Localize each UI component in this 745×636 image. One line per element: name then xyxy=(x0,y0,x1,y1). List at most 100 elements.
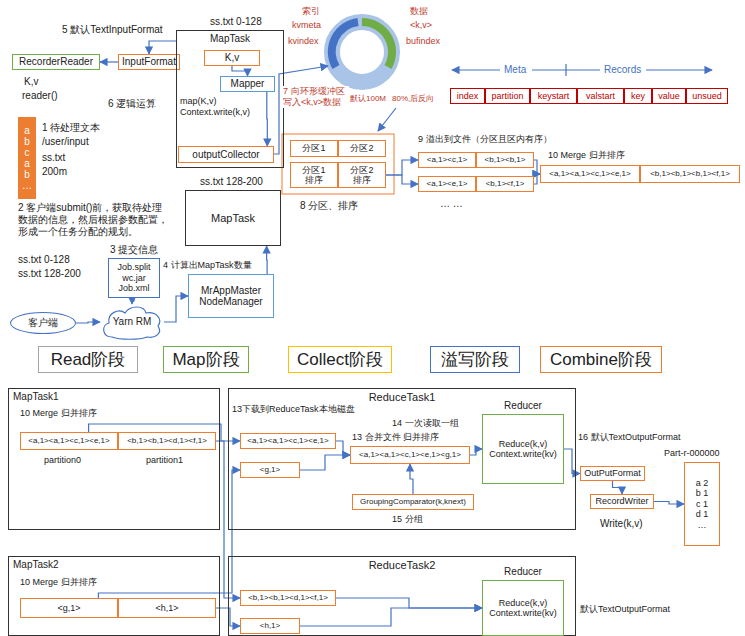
note-label: … … xyxy=(440,198,463,210)
note-label: <k,v> xyxy=(410,20,432,31)
process-box: 分区1 xyxy=(290,140,338,157)
process-box: 分区1 排序 xyxy=(290,162,338,188)
phase-box: 溢写阶段 xyxy=(430,346,520,373)
process-box: <h,1> xyxy=(240,618,300,634)
node-text: <a,1><a,1><c,1><e,1> xyxy=(549,169,630,178)
process-box: key xyxy=(624,88,652,104)
process-box: <a,1><c,1> xyxy=(418,152,476,168)
process-box: partition xyxy=(485,88,530,104)
node-text: RecorderReader xyxy=(19,56,93,68)
node-text: <a,1><a,1><c,1><e,1><g,1> xyxy=(359,450,461,459)
note-label: map(K,v) Context.write(k,v) xyxy=(180,96,262,118)
note-label: 3 提交信息 xyxy=(110,244,158,256)
process-box: keystart xyxy=(530,88,577,104)
flow-arrow xyxy=(386,160,418,175)
ring-arc xyxy=(332,22,358,67)
node-text: RecordWriter xyxy=(596,496,649,506)
note-label: reader() xyxy=(22,90,58,102)
node-text: <a,1><c,1> xyxy=(427,155,467,164)
note-label: bufindex xyxy=(406,36,440,47)
flow-arrow xyxy=(470,449,482,455)
flow-arrow xyxy=(336,598,482,608)
node-text: OutPutFormat xyxy=(584,468,641,478)
node-heading: Reducer xyxy=(483,400,563,412)
output-file: a 2b 1c 1d 1… xyxy=(684,462,720,546)
process-box: index xyxy=(450,88,485,104)
node-text: Map阶段 xyxy=(172,350,239,370)
flow-arrow xyxy=(654,502,684,505)
node-text: Read阶段 xyxy=(51,350,126,370)
process-box: <a,1><a,1><c,1><e,1> xyxy=(20,432,118,450)
process-box: <b,1><b,1> xyxy=(476,152,534,168)
note-label: ss.txt 128-200 xyxy=(18,268,81,280)
node-text: valstart xyxy=(586,91,615,101)
node-text: <a,1><e,1> xyxy=(427,179,468,188)
process-box: outputCollector xyxy=(178,146,274,163)
node-text: Combine阶段 xyxy=(550,350,652,370)
node-text: NodeManager xyxy=(199,296,262,308)
node-text: unsued xyxy=(692,91,722,101)
node-text: 客户端 xyxy=(28,317,58,329)
flow-arrow xyxy=(132,298,134,304)
node-text: ReduceTask1 xyxy=(369,391,436,404)
node-text: key xyxy=(631,91,645,101)
node-text: <b,1><b,1><d,1><f,1> xyxy=(127,436,207,445)
note-label: 5 默认TextInputFormat xyxy=(62,24,163,36)
process-box: RecorderReader xyxy=(12,54,100,70)
process-box: 分区2 排序 xyxy=(338,162,386,188)
node-text: 分区1 xyxy=(302,143,325,153)
node-text: <b,1><b,1> xyxy=(485,155,526,164)
node-heading: Reducer xyxy=(483,566,563,578)
process-box: RecordWriter xyxy=(590,494,654,509)
process-box: Mapper xyxy=(220,76,275,92)
process-box: 分区2 xyxy=(338,140,386,157)
process-box: unsued xyxy=(686,88,728,104)
note-label: ss.txt 128-200 xyxy=(200,176,263,188)
node-text: <b,1><b,1><b,1><f,1> xyxy=(650,169,730,178)
node-text: Job.split xyxy=(117,262,150,272)
note-label: /user/input xyxy=(42,136,89,148)
node-text: Reduce(k,v) Context.write(kv) xyxy=(486,439,560,460)
note-label: 13 合并文件 归并排序 xyxy=(352,432,439,443)
task-box: MapTask2<g,1><h,1> xyxy=(8,556,220,636)
note-label: 14 一次读取一组 xyxy=(392,418,459,429)
flow-arrow xyxy=(386,175,418,184)
note-label: kvindex xyxy=(288,36,319,47)
note-label: 9 溢出到文件（分区且区内有序） xyxy=(418,134,552,145)
flow-arrow xyxy=(164,296,188,322)
note-label: 13下载到ReduceTask本地磁盘 xyxy=(232,404,355,415)
flow-arrow xyxy=(76,322,100,323)
note-label: Write(k,v) xyxy=(600,518,643,530)
note-label: 2 客户端submit()前，获取待处理数据的信息，然后根据参数配置，形成一个任… xyxy=(18,202,168,238)
phase-box: Read阶段 xyxy=(38,346,138,373)
flow-arrow xyxy=(266,246,268,274)
ring-arc xyxy=(362,22,392,67)
note-label: 15 分组 xyxy=(392,514,423,525)
node-text: Collect阶段 xyxy=(297,350,383,370)
note-label: 200m xyxy=(42,166,67,178)
flow-arrow xyxy=(149,41,176,54)
note-label: 默认100M xyxy=(350,94,386,104)
flow-arrow xyxy=(266,92,268,146)
node-text: a 2 xyxy=(696,478,709,488)
task-box: MapTask xyxy=(185,190,281,246)
task-box: ReduceTask2<b,1><b,1><d,1><f,1><h,1>Redu… xyxy=(228,556,576,636)
note-label: Meta xyxy=(504,64,526,76)
spill-arrow xyxy=(378,108,396,131)
node-text: <g,1> xyxy=(260,465,280,474)
process-box: <a,1><a,1><c,1><e,1><g,1> xyxy=(350,446,470,464)
note-label: 数据 xyxy=(410,6,428,17)
node-text: c 1 xyxy=(696,499,708,509)
note-label: 10 Merge 归并排序 xyxy=(20,577,97,588)
note-label: 1 待处理文本 xyxy=(42,122,100,134)
node-text: <b,1><b,1><d,1><f,1> xyxy=(248,593,328,602)
meta-arrow xyxy=(452,69,500,70)
node-text: <a,1><a,1><c,1><e,1> xyxy=(28,436,109,445)
process-box: <a,1><e,1> xyxy=(418,176,476,192)
node-text: value xyxy=(658,91,680,101)
flow-arrow xyxy=(564,449,580,474)
node-text: <h,1> xyxy=(155,603,178,613)
note-label: partition0 xyxy=(44,455,81,466)
node-text: MapTask xyxy=(211,212,255,225)
note-label: 默认TextOutputFormat xyxy=(580,604,670,615)
